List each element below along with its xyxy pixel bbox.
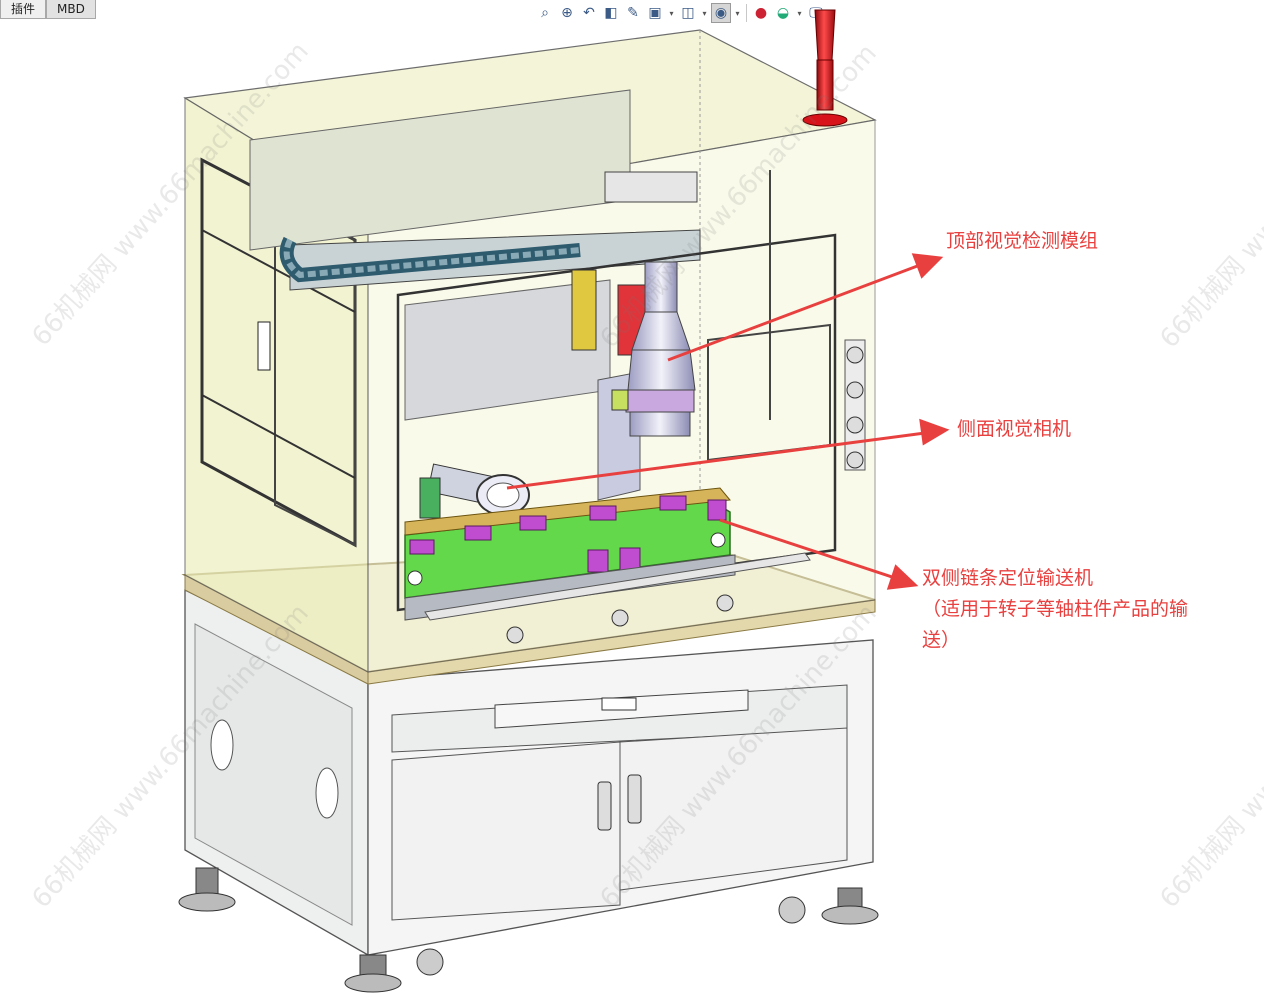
apply-scene-icon[interactable]: ◒ bbox=[776, 5, 790, 21]
section-view-icon[interactable]: ◧ bbox=[604, 5, 618, 21]
lower-cabinet bbox=[178, 588, 879, 993]
command-manager-tabs: 插件 MBD bbox=[0, 0, 96, 20]
toolbar-divider bbox=[746, 4, 747, 22]
callout-top-vision-module: 顶部视觉检测模组 bbox=[946, 230, 1099, 252]
signal-tower-lamp bbox=[802, 9, 848, 127]
view-orientation-dropdown-icon[interactable]: ▾ bbox=[669, 8, 674, 18]
apply-scene-dropdown-icon[interactable]: ▾ bbox=[797, 8, 802, 18]
side-camera bbox=[419, 463, 530, 519]
display-style-dropdown-icon[interactable]: ▾ bbox=[702, 8, 707, 18]
edit-appearance-icon[interactable]: ● bbox=[754, 5, 768, 21]
view-orientation-icon[interactable]: ▣ bbox=[648, 5, 662, 21]
drag-chain bbox=[279, 236, 581, 283]
dual-chain-conveyor bbox=[404, 487, 811, 644]
zoom-fit-icon[interactable]: ⌕ bbox=[541, 5, 549, 21]
hide-show-icon[interactable]: ◉ bbox=[711, 3, 731, 23]
hide-show-dropdown-icon[interactable]: ▾ bbox=[735, 8, 740, 18]
dynamic-annotation-icon[interactable]: ✎ bbox=[627, 5, 639, 21]
tab-mbd[interactable]: MBD bbox=[46, 0, 96, 19]
gantry-assembly bbox=[249, 89, 866, 612]
zoom-area-icon[interactable]: ⊕ bbox=[561, 5, 573, 21]
top-vision-camera bbox=[611, 261, 696, 437]
callout-arrows bbox=[506, 253, 950, 590]
callout-side-vision-camera: 侧面视觉相机 bbox=[957, 418, 1072, 440]
callout-dual-chain-conveyor: 双侧链条定位输送机 （适用于转子等轴柱件产品的输 送） bbox=[922, 567, 1189, 651]
tab-plugins[interactable]: 插件 bbox=[0, 0, 47, 19]
heads-up-view-toolbar: ⌕ ⊕ ↶ ◧ ✎ ▣ ▾ ◫ ▾ ◉ ▾ ● ◒ ▾ 🖵 ▾ bbox=[535, 2, 837, 24]
display-style-icon[interactable]: ◫ bbox=[681, 5, 695, 21]
previous-view-icon[interactable]: ↶ bbox=[583, 5, 595, 21]
